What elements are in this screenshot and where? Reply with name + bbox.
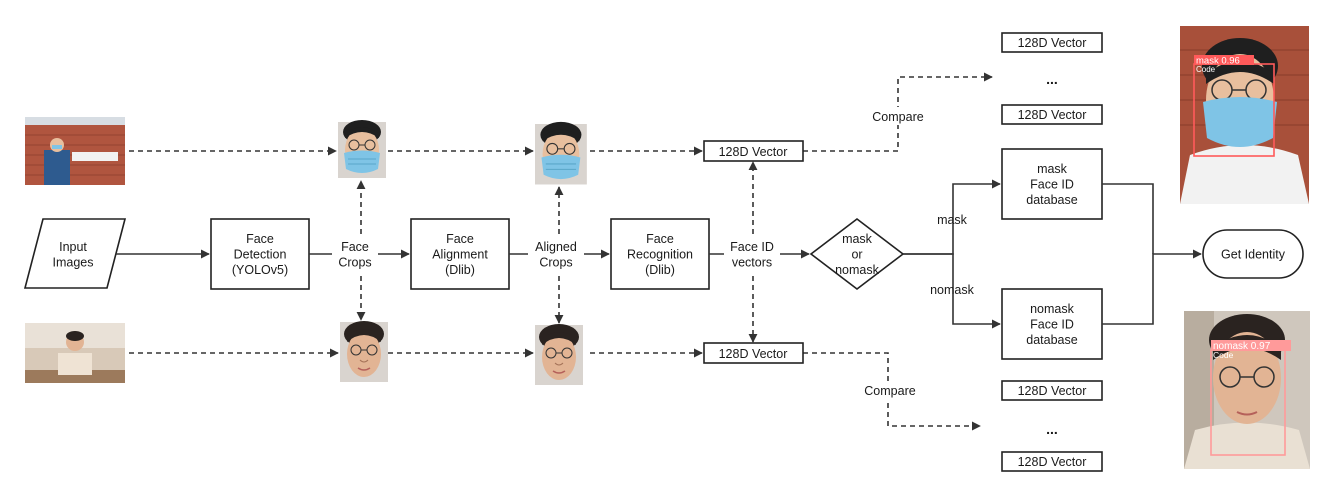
result-photo-mask: mask 0.96 Code xyxy=(1180,26,1309,204)
get-identity-node xyxy=(1202,229,1304,279)
edge-mask-db-to-identity xyxy=(1102,183,1154,254)
ellipsis-db-top: ... xyxy=(1046,71,1058,87)
vector-label-nomask-query: 128D Vector xyxy=(719,347,788,361)
ellipsis-db-bottom: ... xyxy=(1046,421,1058,437)
vector-box-db-bottom-2 xyxy=(1001,451,1103,472)
edge-decision-to-nomask-db xyxy=(903,253,1001,329)
vector-box-db-bottom-1 xyxy=(1001,380,1103,401)
vector-box-nomask-query xyxy=(703,342,804,364)
vector-label-db-top-1: 128D Vector xyxy=(1018,36,1087,50)
detection-label-mask: mask 0.96 xyxy=(1196,56,1240,67)
compare-label-bottom: Compare xyxy=(864,384,915,398)
vector-box-mask-query xyxy=(703,140,804,162)
aligned-crop-mask xyxy=(534,121,588,186)
mask-branch-label: mask xyxy=(937,213,968,227)
detection-sub-nomask: Code xyxy=(1213,350,1234,360)
detection-label-nomask: nomask 0.97 xyxy=(1213,341,1271,352)
face-crop-nomask xyxy=(339,320,389,383)
compare-label-top: Compare xyxy=(872,110,923,124)
face-detection-node xyxy=(210,218,310,290)
nomask-database-node xyxy=(1001,288,1103,360)
face-recognition-node xyxy=(610,218,710,290)
vector-label-db-top-2: 128D Vector xyxy=(1018,108,1087,122)
nomask-branch-label: nomask xyxy=(930,283,975,297)
detection-sub-mask: Code xyxy=(1196,65,1216,74)
vector-box-db-top-1 xyxy=(1001,32,1103,53)
edge-nomask-db-to-identity xyxy=(1102,249,1202,325)
vector-label-db-bottom-2: 128D Vector xyxy=(1018,455,1087,469)
aligned-crop-nomask xyxy=(534,323,584,386)
mask-decision-node xyxy=(809,217,905,291)
vector-box-db-top-2 xyxy=(1001,104,1103,125)
result-photo-nomask: nomask 0.97 Code xyxy=(1184,311,1310,469)
face-crop-mask xyxy=(337,119,387,179)
dash-vector-compare-top xyxy=(803,72,993,152)
vector-label-db-bottom-1: 128D Vector xyxy=(1018,384,1087,398)
get-identity-label: Get Identity xyxy=(1221,248,1286,262)
input-photo-mask xyxy=(25,117,125,185)
input-photo-nomask xyxy=(25,323,125,383)
vector-label-mask-query: 128D Vector xyxy=(719,145,788,159)
input-images-node xyxy=(23,218,127,289)
mask-database-node xyxy=(1001,148,1103,220)
